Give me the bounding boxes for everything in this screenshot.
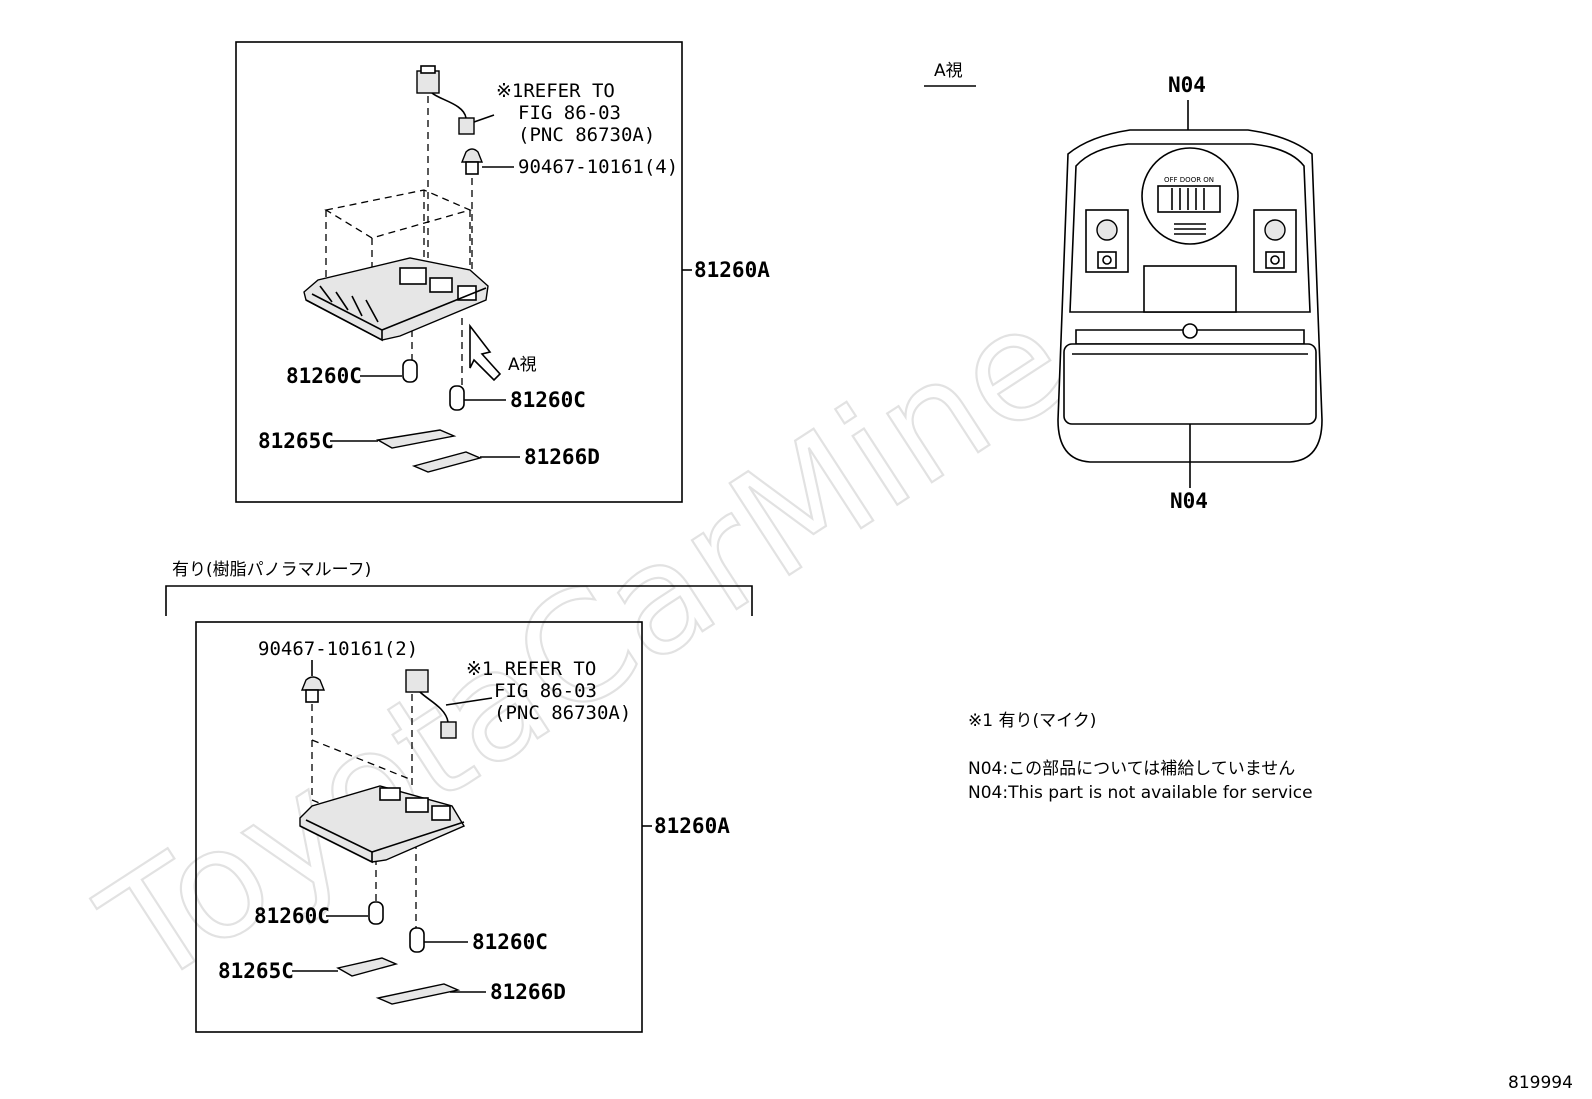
bottom-refer-line3: (PNC 86730A)	[494, 702, 631, 724]
top-lens-lower	[411, 451, 520, 473]
bottom-lens-lower-label: 81266D	[490, 980, 566, 1004]
view-a-title: A視	[934, 61, 963, 81]
top-lens-upper-label: 81265C	[258, 429, 334, 453]
top-housing	[303, 257, 489, 342]
bottom-assembly-label: 81260A	[654, 814, 730, 838]
bottom-lens-upper-label: 81265C	[218, 959, 294, 983]
top-bulb-right	[449, 385, 506, 411]
note-2-jp: N04:この部品については補給していません	[968, 759, 1295, 779]
top-refer-line1: ※1REFER TO	[496, 80, 615, 102]
notes: ※1 有り(マイク) N04:この部品については補給していません N04:Thi…	[968, 711, 1313, 803]
bottom-group: 有り(樹脂パノラマルーフ) 90467-10161(2) ※1 REFER TO…	[165, 560, 753, 1033]
top-refer-line2: FIG 86-03	[518, 102, 621, 124]
bottom-group-header: 有り(樹脂パノラマルーフ)	[172, 560, 371, 580]
top-clip	[460, 148, 514, 175]
view-a-bottom-code: N04	[1170, 489, 1208, 513]
top-bulb-right-label: 81260C	[510, 388, 586, 412]
bottom-group-frame	[195, 621, 643, 1033]
bottom-bulb-left	[326, 901, 384, 925]
top-group: ※1REFER TO FIG 86-03 (PNC 86730A) 90467-…	[235, 41, 770, 503]
bottom-bulb-right-label: 81260C	[472, 930, 548, 954]
diagram-id: 819994	[1508, 1073, 1573, 1093]
note-1: ※1 有り(マイク)	[968, 711, 1096, 731]
top-group-frame	[235, 41, 683, 503]
top-view-arrow	[469, 323, 502, 382]
view-a-top-code: N04	[1168, 73, 1206, 97]
top-refer-line3: (PNC 86730A)	[518, 124, 655, 146]
bottom-clip-label: 90467-10161(2)	[258, 638, 418, 660]
bottom-lens-upper	[292, 957, 399, 977]
bottom-refer-line2: FIG 86-03	[494, 680, 597, 702]
top-bulb-left	[360, 359, 418, 383]
bottom-clip	[300, 660, 326, 703]
view-a: A視 N04 OFF DOOR ON	[924, 61, 1323, 513]
sunglass-holder	[1063, 343, 1317, 425]
top-bulb-left-label: 81260C	[286, 364, 362, 388]
bottom-housing	[299, 785, 466, 864]
note-2-en: N04:This part is not available for servi…	[968, 783, 1313, 803]
bottom-group-bracket	[165, 585, 753, 616]
bottom-bulb-right	[409, 927, 468, 953]
top-lens-upper	[330, 429, 457, 449]
top-view-label: A視	[508, 355, 537, 375]
bottom-lens-lower	[375, 983, 486, 1005]
top-clip-label: 90467-10161(4)	[518, 156, 678, 178]
bottom-connector-harness	[405, 669, 493, 739]
top-lens-lower-label: 81266D	[524, 445, 600, 469]
bottom-bulb-left-label: 81260C	[254, 904, 330, 928]
top-assembly-label: 81260A	[694, 258, 770, 282]
top-connector-harness	[416, 65, 495, 135]
bottom-refer-line1: ※1 REFER TO	[466, 658, 596, 680]
switch-text: OFF DOOR ON	[1164, 176, 1214, 184]
overhead-console: OFF DOOR ON	[1057, 129, 1323, 463]
